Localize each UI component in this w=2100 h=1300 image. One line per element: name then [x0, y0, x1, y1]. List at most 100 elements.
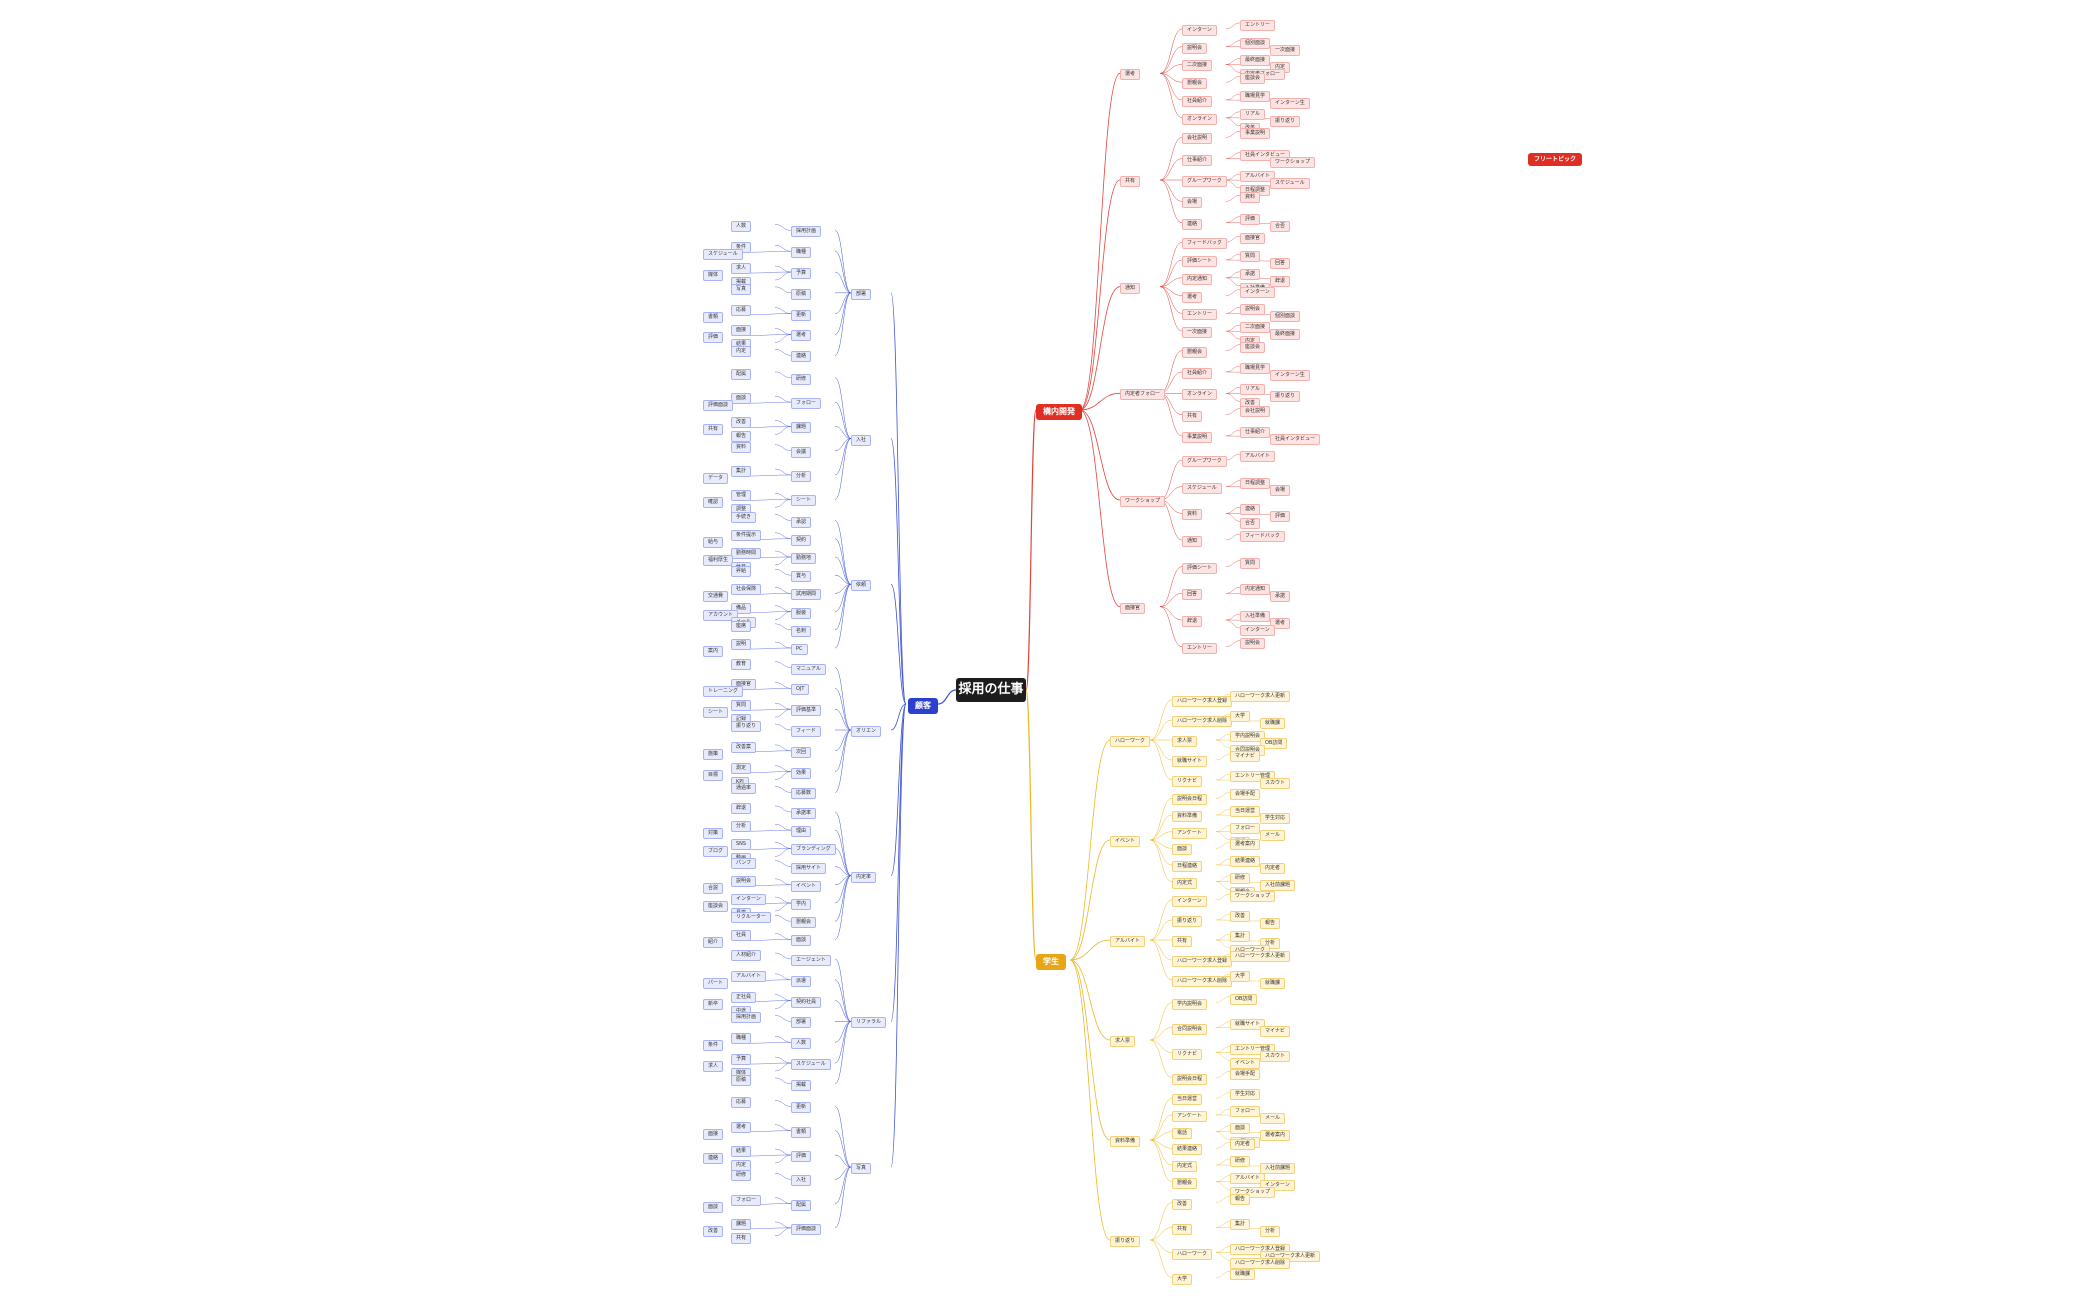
node-l2[interactable]: 大学 [1172, 1273, 1193, 1285]
node-l2[interactable]: スケジュール [791, 1059, 831, 1071]
node-l3[interactable]: 人材紹介 [731, 949, 762, 961]
node-l3[interactable]: 会社説明 [1240, 405, 1271, 417]
node-l3[interactable]: 職場見学 [1240, 363, 1271, 374]
node-l3[interactable]: スカウト [1260, 778, 1291, 789]
node-l2[interactable]: 日程連絡 [1172, 861, 1203, 872]
node-l1[interactable]: オリエン [851, 726, 882, 737]
node-l3[interactable]: 質問 [731, 700, 752, 712]
node-l1[interactable]: リファラル [851, 1017, 887, 1029]
node-l2[interactable]: 試用期間 [791, 589, 822, 601]
node-l2[interactable]: 学内説明会 [1172, 998, 1208, 1010]
node-l3[interactable]: 資料 [731, 441, 752, 453]
node-l3[interactable]: 改善 [703, 1225, 724, 1237]
node-l3[interactable]: 入社前課題 [1260, 1163, 1296, 1174]
node-l3[interactable]: 評価 [703, 332, 724, 344]
node-l2[interactable]: 承認 [791, 516, 812, 528]
node-l3[interactable]: エントリー管理 [1230, 1043, 1276, 1055]
node-l3[interactable]: アカウント [703, 609, 739, 621]
node-l3[interactable]: 座談会 [703, 901, 729, 913]
node-l1[interactable]: 入社 [851, 434, 872, 446]
node-l2[interactable]: 更新 [791, 1102, 812, 1114]
node-l3[interactable]: 研修 [1230, 1156, 1251, 1167]
node-l1[interactable]: 内定率 [851, 871, 877, 883]
node-l2[interactable]: 更新 [791, 309, 812, 321]
node-l3[interactable]: メール [1260, 1113, 1286, 1124]
node-l3[interactable]: 分析 [1260, 1225, 1281, 1237]
node-l3[interactable]: 管理 [731, 490, 752, 502]
node-l3[interactable]: 写真 [731, 283, 752, 295]
node-l3[interactable]: スカウト [1260, 1050, 1291, 1062]
node-l2[interactable]: 求人票 [1172, 736, 1198, 747]
node-l3[interactable]: スケジュール [703, 249, 743, 261]
node-l3[interactable]: フォロー [1230, 1106, 1261, 1117]
node-l3[interactable]: 就職課 [1260, 978, 1286, 989]
node-l3[interactable]: 共有 [731, 1232, 752, 1244]
node-l3[interactable]: 評価面談 [703, 400, 734, 412]
node-l3[interactable]: 確認 [703, 497, 724, 509]
node-l1[interactable]: 選考 [1120, 69, 1141, 81]
node-l3[interactable]: パート [703, 977, 729, 989]
node-l3[interactable]: ハローワーク求人更新 [1230, 691, 1291, 702]
node-l2[interactable]: 通知 [1182, 536, 1203, 547]
node-l2[interactable]: アンケート [1172, 1111, 1207, 1122]
node-l3[interactable]: 評価 [1240, 213, 1261, 225]
node-l3[interactable]: 学生対応 [1260, 813, 1291, 824]
node-l3[interactable]: 結果 [731, 1146, 752, 1157]
node-l3[interactable]: SNS [731, 839, 752, 851]
node-l3[interactable]: 報告 [1260, 918, 1281, 929]
node-l3[interactable]: リアル [1240, 384, 1265, 396]
node-l2[interactable]: ハローワーク [1172, 1248, 1213, 1260]
node-l3[interactable]: 面接 [731, 325, 752, 337]
node-l3[interactable]: 合否 [1240, 518, 1261, 530]
node-l2[interactable]: 共有 [1172, 1223, 1193, 1235]
node-l3[interactable]: 予算 [731, 1054, 752, 1066]
node-l3[interactable]: 就職サイト [1230, 1018, 1266, 1030]
node-l2[interactable]: 合同説明会 [1172, 1023, 1208, 1035]
node-l3[interactable]: ブログ [703, 846, 729, 858]
node-l3[interactable]: 研修 [1230, 872, 1251, 884]
node-l2[interactable]: 原稿 [791, 288, 812, 300]
node-l3[interactable]: 案内 [703, 646, 724, 658]
node-l2[interactable]: 評価面談 [791, 1223, 822, 1235]
node-l2[interactable]: シート [791, 495, 817, 507]
node-l2[interactable]: PC [791, 644, 808, 656]
node-l3[interactable]: 個別面談 [1270, 311, 1301, 323]
node-l2[interactable]: OJT [791, 684, 810, 696]
node-l3[interactable]: ハローワーク求人削除 [1230, 1257, 1291, 1269]
node-l3[interactable]: 会場手配 [1230, 789, 1261, 801]
node-l3[interactable]: 対策 [703, 828, 724, 840]
node-l2[interactable]: 服装 [791, 607, 812, 619]
node-l2[interactable]: 二次面接 [1182, 60, 1213, 72]
node-l3[interactable]: フォロー [1230, 822, 1261, 834]
node-l3[interactable]: 大学 [1230, 971, 1251, 982]
node-l3[interactable]: 学生対応 [1230, 1089, 1261, 1101]
node-l3[interactable]: 通過率 [731, 783, 757, 795]
node-l2[interactable]: 評価シート [1182, 256, 1218, 267]
node-l3[interactable]: パンフ [731, 857, 757, 869]
node-l3[interactable]: 説明会 [731, 875, 757, 887]
node-l2[interactable]: 連絡 [791, 351, 812, 363]
node-l3[interactable]: 会場手配 [1230, 1068, 1261, 1080]
node-l2[interactable]: 配属 [791, 1199, 812, 1211]
node-l1[interactable]: 内定者フォロー [1120, 389, 1166, 401]
node-l3[interactable]: ワークショップ [1270, 156, 1316, 168]
node-l2[interactable]: スケジュール [1182, 482, 1222, 494]
node-l3[interactable]: 入社準備 [1240, 611, 1271, 622]
node-l3[interactable]: 辞退 [1270, 275, 1291, 287]
node-l3[interactable]: 説明会 [1240, 304, 1266, 316]
node-l3[interactable]: 仕事紹介 [1240, 427, 1271, 438]
node-l2[interactable]: 連絡 [1182, 218, 1203, 230]
node-l2[interactable]: 契約社員 [791, 996, 822, 1008]
node-l3[interactable]: 社員 [731, 930, 752, 942]
node-l2[interactable]: エントリー [1182, 309, 1218, 321]
node-l3[interactable]: 質問 [1240, 251, 1261, 262]
branch-red[interactable]: 構内開発 [1036, 404, 1082, 420]
node-l3[interactable]: 新卒 [703, 998, 724, 1010]
node-l3[interactable]: 測定 [731, 762, 752, 774]
node-l3[interactable]: 応募 [731, 1097, 752, 1109]
node-l3[interactable]: 連絡 [703, 1153, 724, 1164]
node-l3[interactable]: 承諾 [1240, 268, 1261, 280]
node-l3[interactable]: 承諾 [1270, 591, 1291, 603]
node-l2[interactable]: リクナビ [1172, 1048, 1203, 1060]
node-l3[interactable]: 説明会 [1240, 637, 1266, 649]
